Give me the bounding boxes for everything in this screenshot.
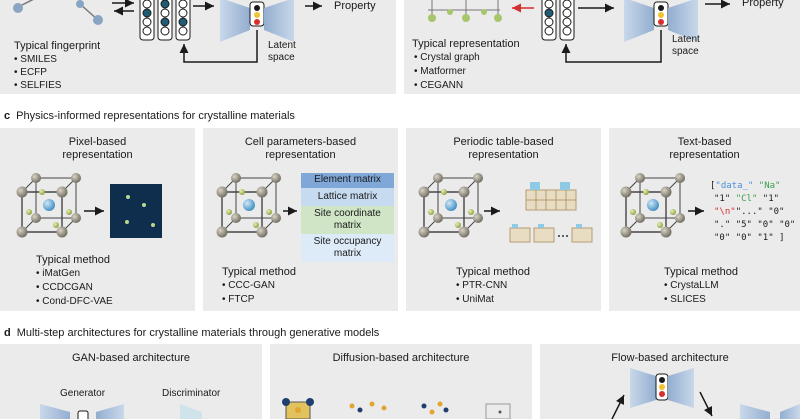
- vector-column-icon-b: [541, 0, 575, 41]
- panel-diffusion: [270, 344, 532, 419]
- section-b-item: • Crystal graph: [414, 52, 480, 63]
- site-occupancy-matrix-line2: matrix: [333, 248, 362, 259]
- section-d-letter: d: [4, 327, 11, 339]
- token-line-2: "1" "Cl" "1": [714, 194, 780, 204]
- section-d-title: d Multi-step architectures for crystallin…: [4, 327, 379, 340]
- text-heading: Text-based representation: [669, 136, 740, 161]
- periodic-method-label: Typical method: [456, 266, 530, 278]
- periodic-heading: Periodic table-based representation: [453, 136, 554, 161]
- molecule-icon: [13, 0, 103, 25]
- section-b-latent: Latent: [672, 34, 700, 45]
- pixel-heading: Pixel-based representation: [62, 136, 133, 161]
- panel-section-b: [404, 0, 800, 94]
- text-method-label: Typical method: [664, 266, 738, 278]
- cell-heading: Cell parameters-based representation: [244, 136, 357, 161]
- section-c-letter: c: [4, 110, 11, 122]
- section-b-item: • CEGANN: [414, 80, 464, 91]
- token-line-4: "." "5" "0" "0": [714, 220, 796, 230]
- encoder-decoder-icon: [220, 0, 294, 42]
- periodic-method: • UniMat: [456, 294, 494, 305]
- pixel-method: • CCDCGAN: [36, 282, 93, 293]
- section-a-latent: space: [268, 52, 295, 63]
- cell-method: • CCC-GAN: [222, 280, 275, 291]
- section-a-latent: Latent: [268, 40, 296, 51]
- cell-method: • FTCP: [222, 294, 255, 305]
- section-c-title: c Physics-informed representations for cr…: [4, 110, 295, 123]
- section-a-typical-label: Typical fingerprint: [14, 40, 101, 52]
- vector-column-icon: [139, 0, 191, 41]
- diffusion-heading: Diffusion-based architecture: [332, 352, 470, 364]
- section-b-item: • Matformer: [414, 66, 466, 77]
- section-a-item: • SELFIES: [14, 80, 62, 91]
- element-matrix: Element matrix: [314, 174, 381, 185]
- pixel-method-label: Typical method: [36, 254, 110, 266]
- section-a-output: Property: [334, 0, 376, 12]
- pixel-image: [110, 184, 162, 238]
- encoder-decoder-icon-b: [624, 0, 698, 42]
- site-coordinate-matrix-line2: matrix: [333, 220, 362, 231]
- generator-label: Generator: [60, 388, 106, 399]
- gan-heading: GAN-based architecture: [72, 352, 190, 364]
- periodic-table-voxels: [509, 182, 593, 243]
- site-coordinate-matrix-line1: Site coordinate: [314, 208, 381, 219]
- pixel-method: • iMatGen: [36, 268, 81, 279]
- periodic-method: • PTR-CNN: [456, 280, 508, 291]
- token-line-1: ["data_" "Na": [710, 181, 781, 191]
- pixel-method: • Cond-DFC-VAE: [36, 296, 113, 307]
- site-occupancy-matrix-line1: Site occupancy: [313, 236, 382, 247]
- lattice-matrix: Lattice matrix: [317, 191, 378, 202]
- panel-section-a: [0, 0, 396, 94]
- section-a-item: • ECFP: [14, 67, 47, 78]
- text-method: • CrystaLLM: [664, 280, 719, 291]
- flow-heading: Flow-based architecture: [611, 352, 729, 364]
- section-c-title-text: Physics-informed representations for cry…: [16, 110, 295, 122]
- text-method: • SLICES: [664, 294, 706, 305]
- crystal-graph-icon: [428, 0, 502, 22]
- section-b-typical-label: Typical representation: [412, 38, 520, 50]
- token-line-3: "\n""..." "0": [714, 207, 785, 217]
- token-line-5: "0" "0" "1" ]: [714, 233, 785, 243]
- section-b-latent: space: [672, 46, 699, 57]
- section-a-item: • SMILES: [14, 54, 57, 65]
- discriminator-label: Discriminator: [162, 388, 221, 399]
- section-b-output: Property: [742, 0, 784, 9]
- cell-method-label: Typical method: [222, 266, 296, 278]
- section-d-title-text: Multi-step architectures for crystalline…: [16, 327, 380, 339]
